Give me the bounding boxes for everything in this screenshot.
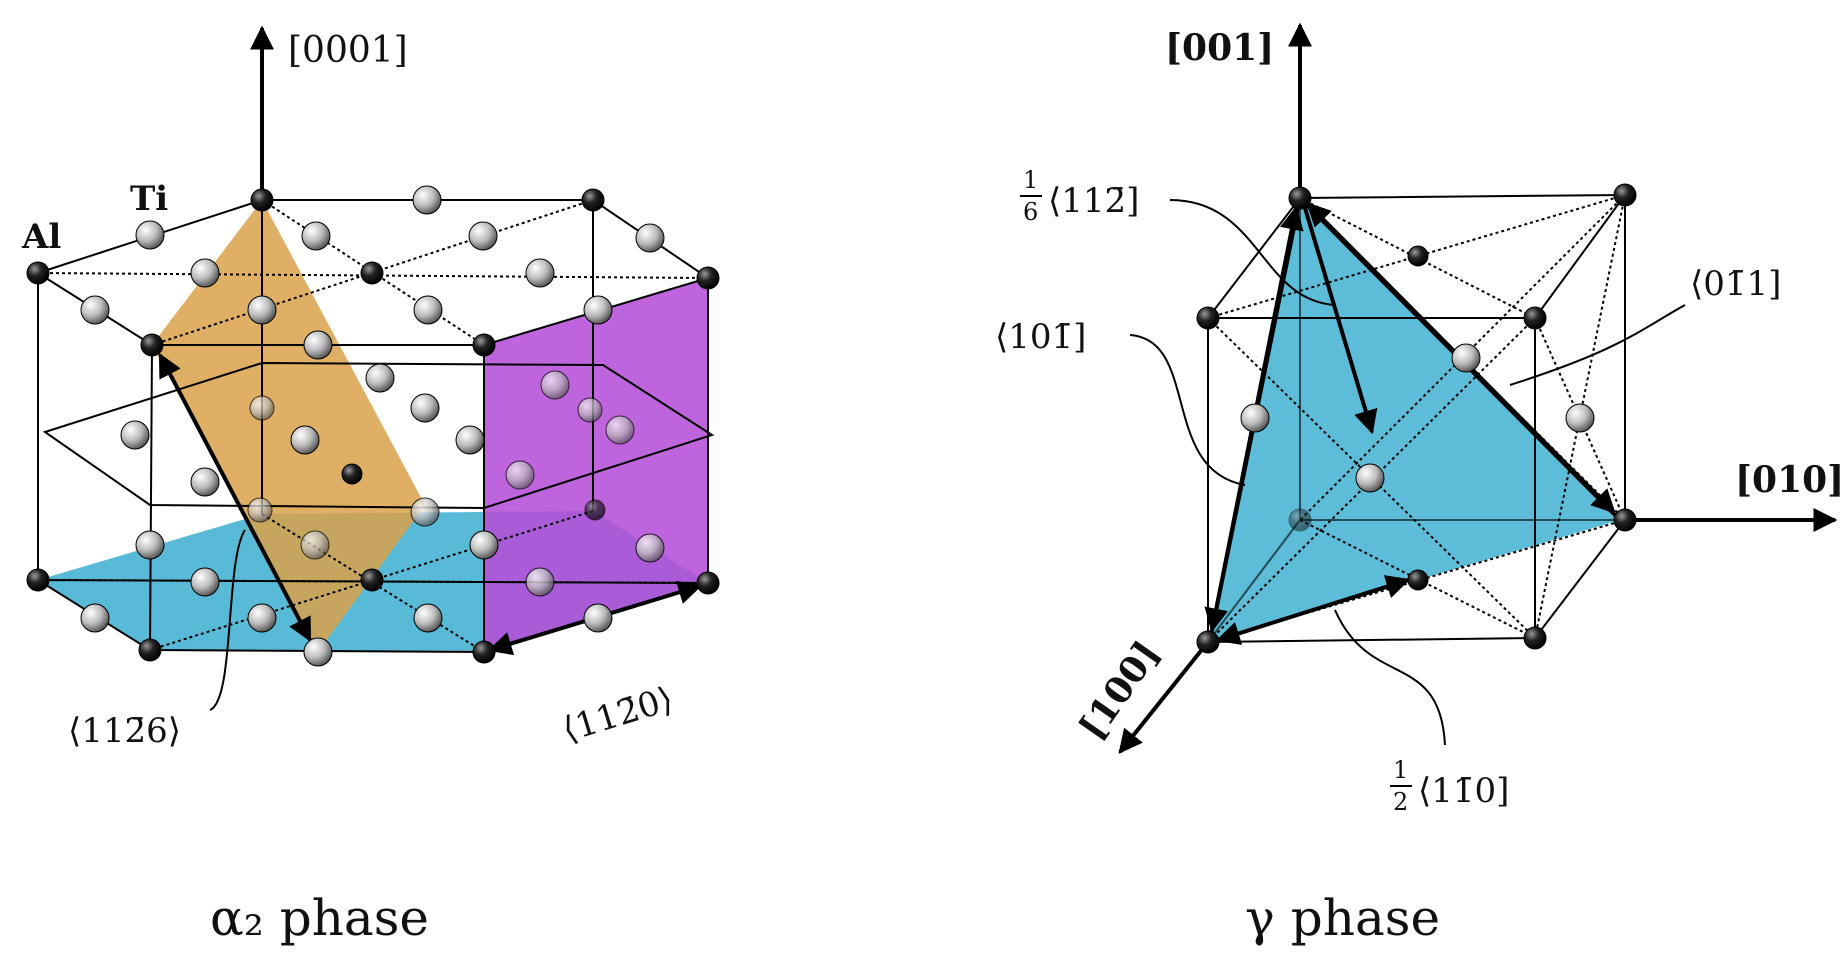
partial-direction-label: 1 6 ⟨112̄] xyxy=(1020,166,1139,226)
ti-atom-label: Ti xyxy=(130,179,168,219)
a-direction-label: ⟨112̄0⟩ xyxy=(558,679,678,750)
half-direction-label: 1 2 ⟨11̄0] xyxy=(1390,756,1509,816)
gamma-caption: γ phase xyxy=(1245,889,1440,947)
x-axis-arrow xyxy=(1118,640,1210,754)
y-axis-label: [010] xyxy=(1735,459,1844,501)
alpha2-diagram: [0001] Ti Al ⟨112̄0⟩ ⟨112̄6⟩ α₂ phase xyxy=(21,25,720,947)
half-dislocation-arrow xyxy=(1215,575,1411,645)
z-axis-label: [001] xyxy=(1165,27,1274,69)
ca-leader-line xyxy=(209,529,246,711)
svg-text:1: 1 xyxy=(1023,166,1038,194)
svg-text:⟨112̄]: ⟨112̄] xyxy=(1048,181,1139,221)
ca-direction-arrow xyxy=(158,352,312,643)
ca-direction-label: ⟨112̄6⟩ xyxy=(68,711,181,751)
alpha2-atoms xyxy=(26,185,720,667)
svg-text:1: 1 xyxy=(1393,756,1408,784)
c-axis-label: [0001] xyxy=(288,30,408,71)
alpha2-caption: α₂ phase xyxy=(210,889,429,947)
gamma-atoms xyxy=(1196,183,1637,654)
al-atom-label: Al xyxy=(21,217,61,257)
super-b-direction-label: ⟨01̄1] xyxy=(1690,264,1781,304)
svg-text:⟨11̄0]: ⟨11̄0] xyxy=(1418,771,1509,811)
svg-text:2: 2 xyxy=(1393,788,1408,816)
gamma-leader-lines xyxy=(1129,199,1686,746)
super-a-direction-label: ⟨101̄] xyxy=(995,317,1086,357)
x-axis-label: [100] xyxy=(1071,634,1168,748)
gamma-diagram: [001] [010] [100] 1 6 ⟨112̄] ⟨101̄] ⟨01̄… xyxy=(995,22,1844,947)
svg-text:6: 6 xyxy=(1023,198,1038,226)
